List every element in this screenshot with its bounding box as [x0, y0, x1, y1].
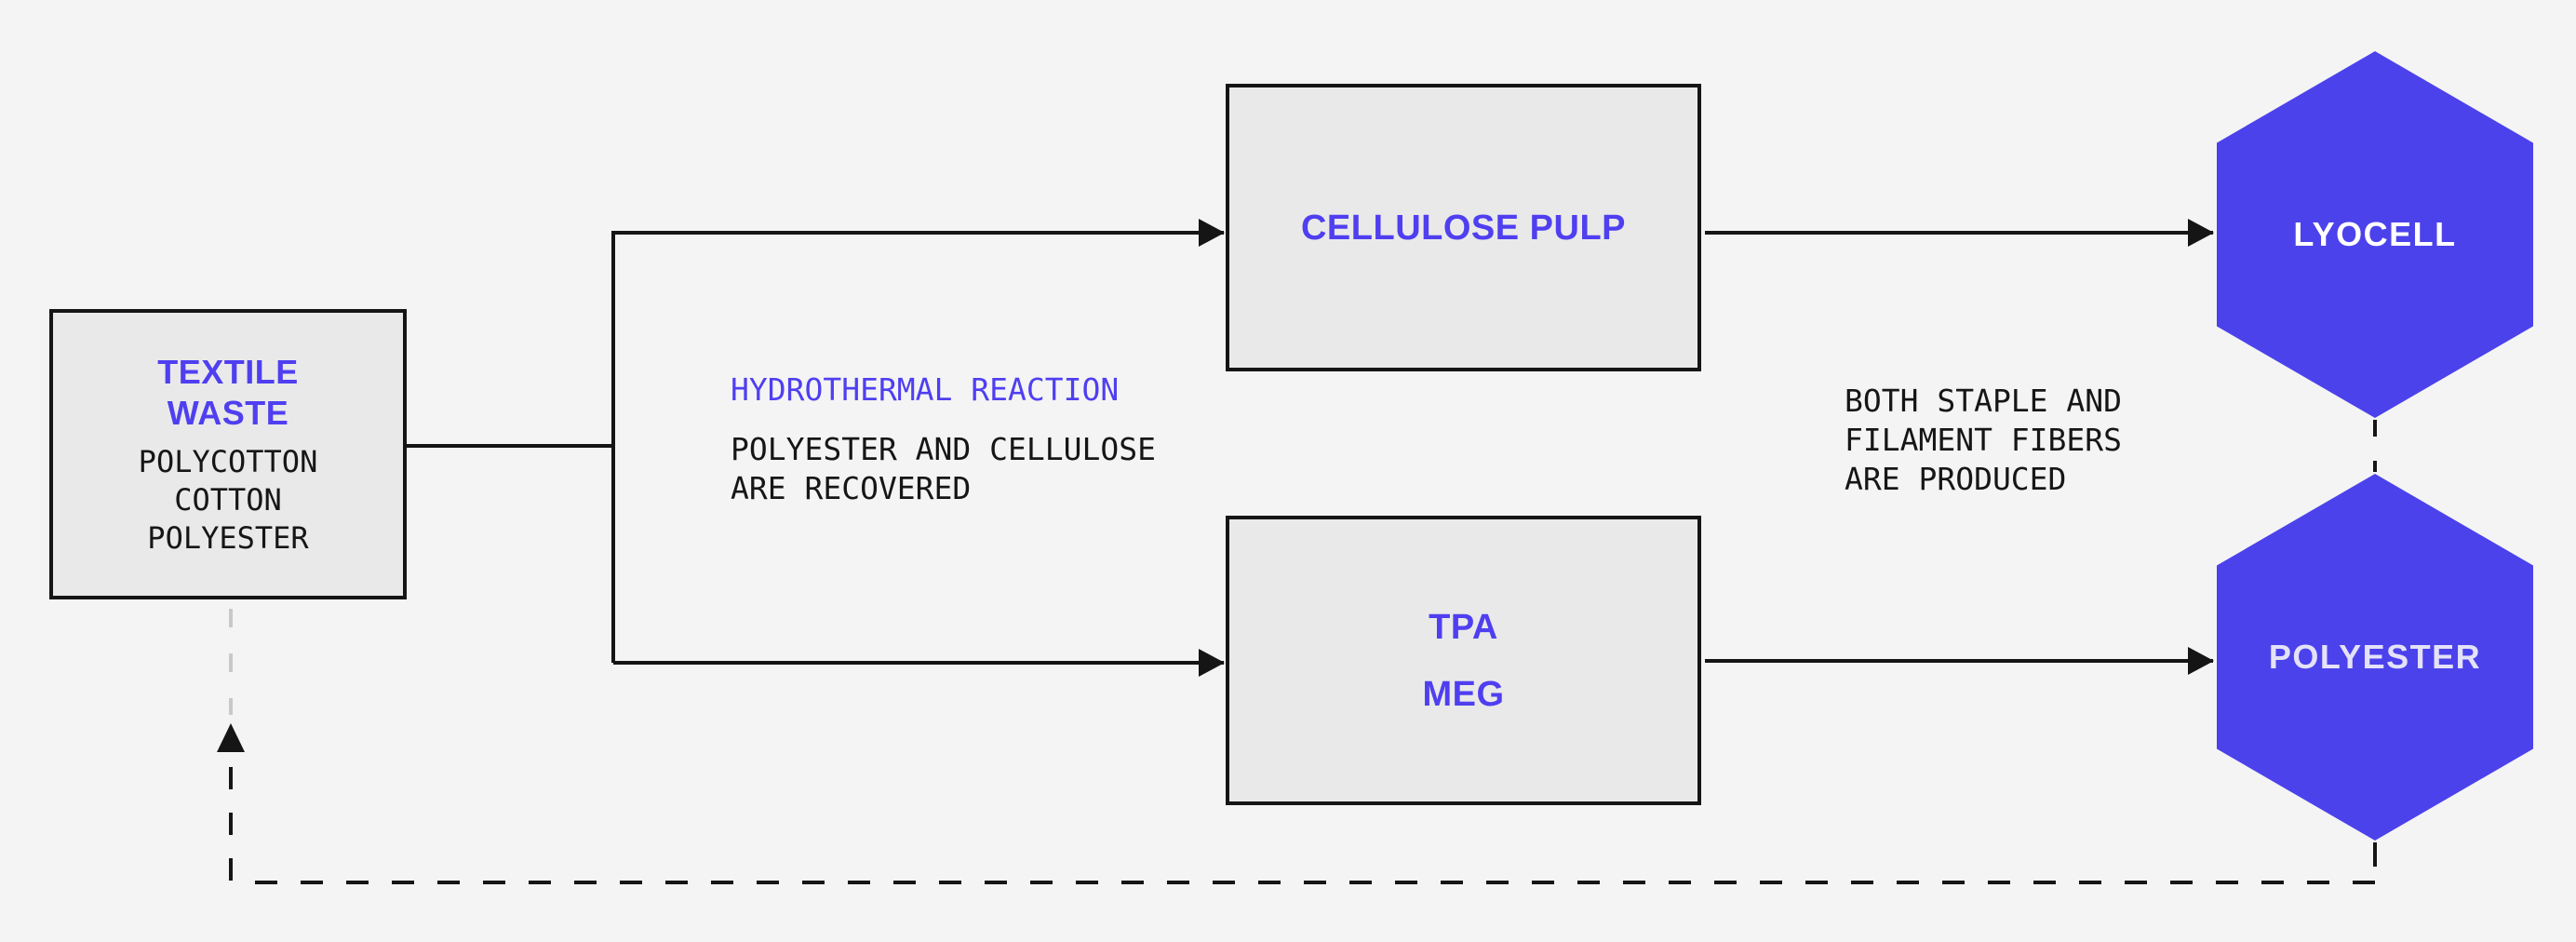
- meg-line: MEG: [1422, 674, 1505, 714]
- return-arrow-up-icon: [217, 723, 245, 752]
- node-cellulose-pulp: CELLULOSE PULP: [1226, 84, 1701, 371]
- hydrothermal-body-line2: ARE RECOVERED: [731, 470, 972, 506]
- fibers-line2: FILAMENT FIBERS: [1845, 422, 2123, 458]
- tpa-line: TPA: [1429, 607, 1498, 647]
- node-tpa-meg: TPA MEG: [1226, 516, 1701, 805]
- hydrothermal-title: HYDROTHERMAL REACTION: [731, 371, 1120, 408]
- cellulose-pulp-label: CELLULOSE PULP: [1300, 208, 1627, 248]
- material-item: POLYCOTTON: [138, 443, 318, 479]
- textile-waste-materials: POLYCOTTON COTTON POLYESTER: [139, 443, 318, 558]
- fibers-line1: BOTH STAPLE AND: [1845, 383, 2123, 419]
- node-lyocell-hexagon: LYOCELL: [2217, 51, 2533, 418]
- polyester-label: POLYESTER: [2268, 638, 2482, 676]
- connector-branch-to-cellulose: [611, 219, 1225, 663]
- hydrothermal-body-line1: POLYESTER AND CELLULOSE: [731, 431, 1156, 467]
- annotation-fibers-produced: BOTH STAPLE AND FILAMENT FIBERS ARE PROD…: [1845, 382, 2122, 499]
- fibers-line3: ARE PRODUCED: [1845, 461, 2067, 497]
- textile-waste-title: TEXTILE WASTE: [157, 352, 299, 434]
- textile-waste-title-line2: WASTE: [167, 393, 289, 432]
- material-item: POLYESTER: [147, 519, 309, 556]
- textile-waste-title-line1: TEXTILE: [157, 352, 299, 391]
- tpa-meg-label: TPA MEG: [1422, 594, 1504, 728]
- material-item: COTTON: [174, 481, 282, 518]
- annotation-hydrothermal-reaction: HYDROTHERMAL REACTION POLYESTER AND CELL…: [731, 372, 1156, 508]
- node-polyester-hexagon: POLYESTER: [2217, 474, 2533, 841]
- node-textile-waste: TEXTILE WASTE POLYCOTTON COTTON POLYESTE…: [49, 309, 407, 599]
- lyocell-label: LYOCELL: [2293, 215, 2457, 253]
